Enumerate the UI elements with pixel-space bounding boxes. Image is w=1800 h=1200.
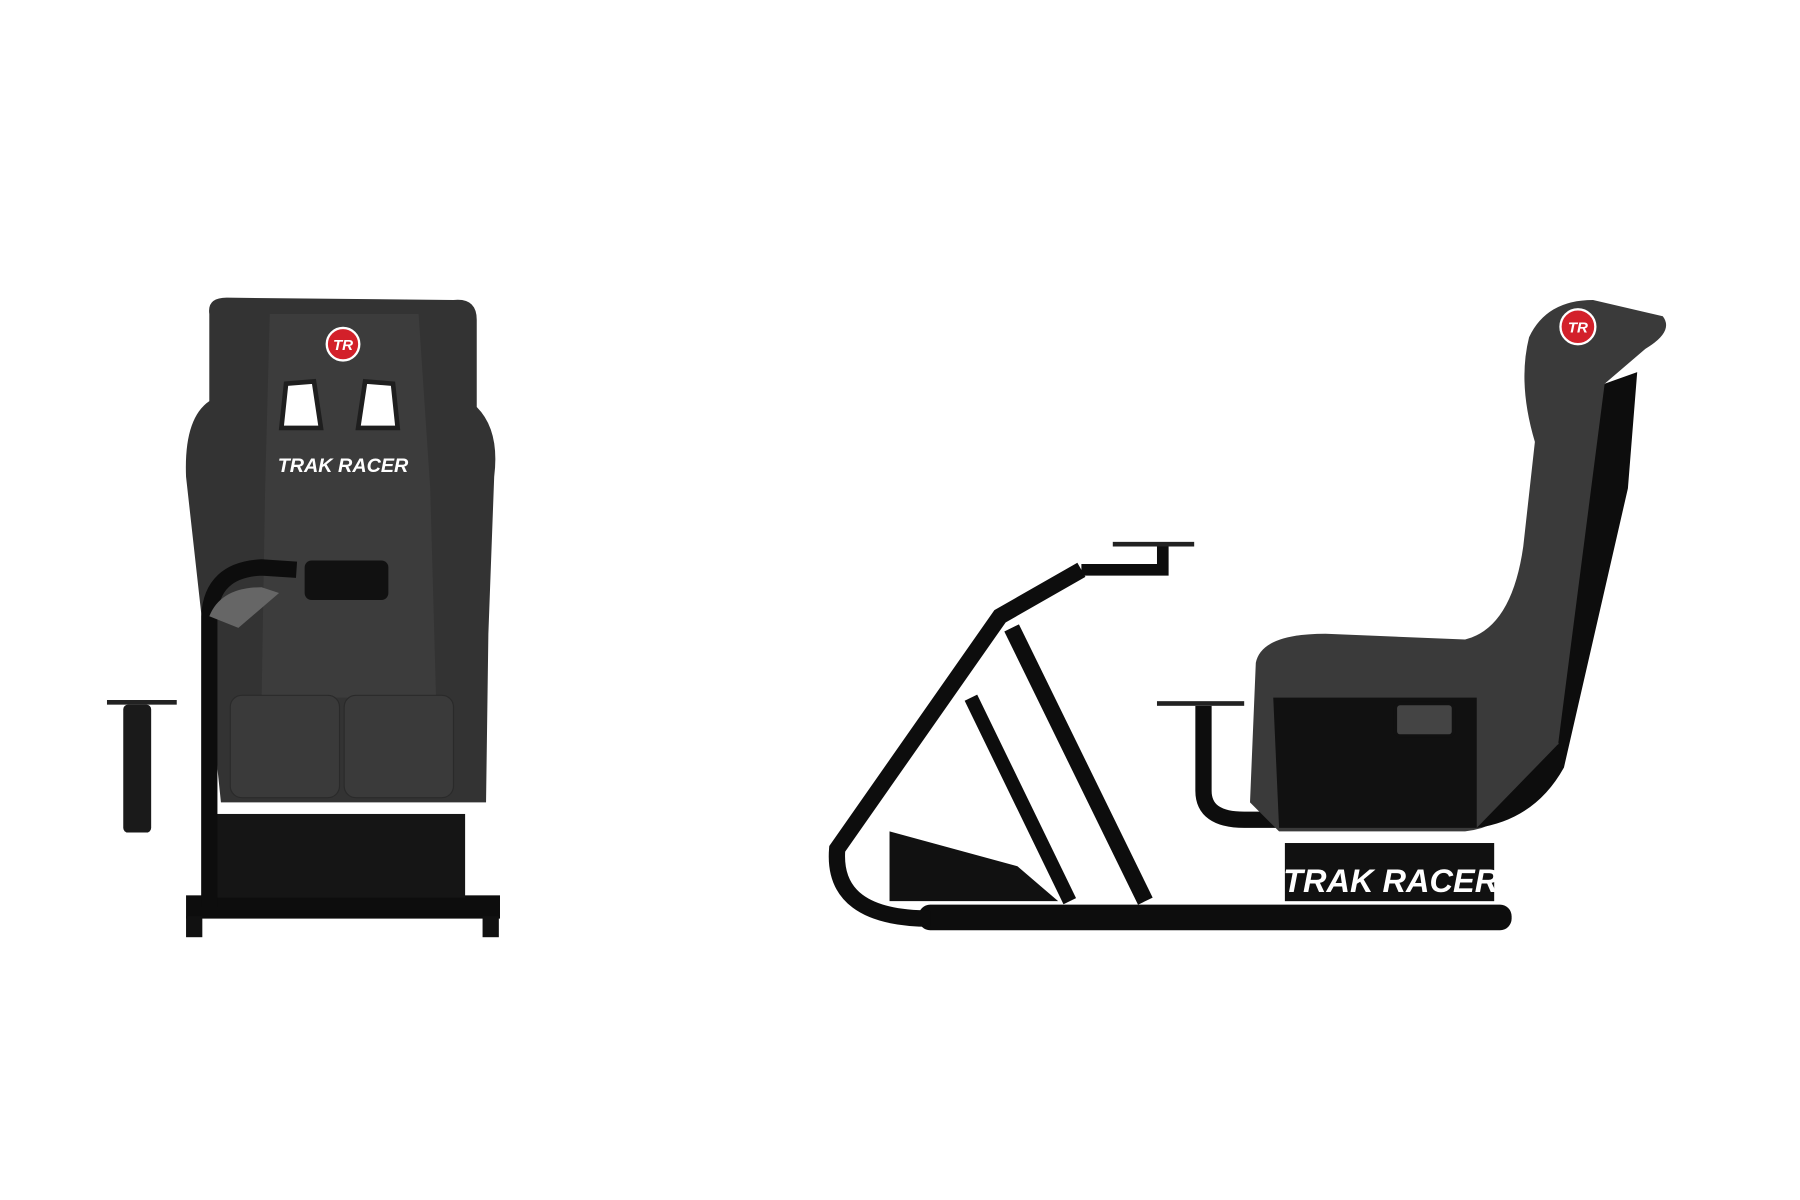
- tr-logo-text: TR: [333, 337, 353, 354]
- tr-logo-text-side: TR: [1568, 320, 1588, 337]
- front-slider-rail: [215, 813, 466, 898]
- mount-bracket: [304, 560, 389, 600]
- tr-logo-side: [1559, 308, 1597, 346]
- harness-hole-right: [355, 378, 401, 431]
- front-view-seat: TR TRAK RACER: [106, 297, 500, 938]
- front-base-frame: [186, 895, 500, 919]
- wheel-mount-plate: [1112, 541, 1195, 547]
- side-view-seat: TRAK RACER TR: [828, 300, 1667, 931]
- harness-hole-left: [278, 378, 324, 431]
- tr-logo-front: [325, 326, 361, 362]
- side-base-rail: [918, 904, 1512, 931]
- base-brand-label: TRAK RACER: [1283, 863, 1499, 899]
- pedal-plate: [889, 831, 1059, 902]
- front-frame-tube: [828, 562, 1086, 927]
- front-side-tube: [201, 559, 298, 907]
- seat-brand-label: TRAK RACER: [278, 455, 409, 477]
- side-slider-base: [1284, 843, 1495, 902]
